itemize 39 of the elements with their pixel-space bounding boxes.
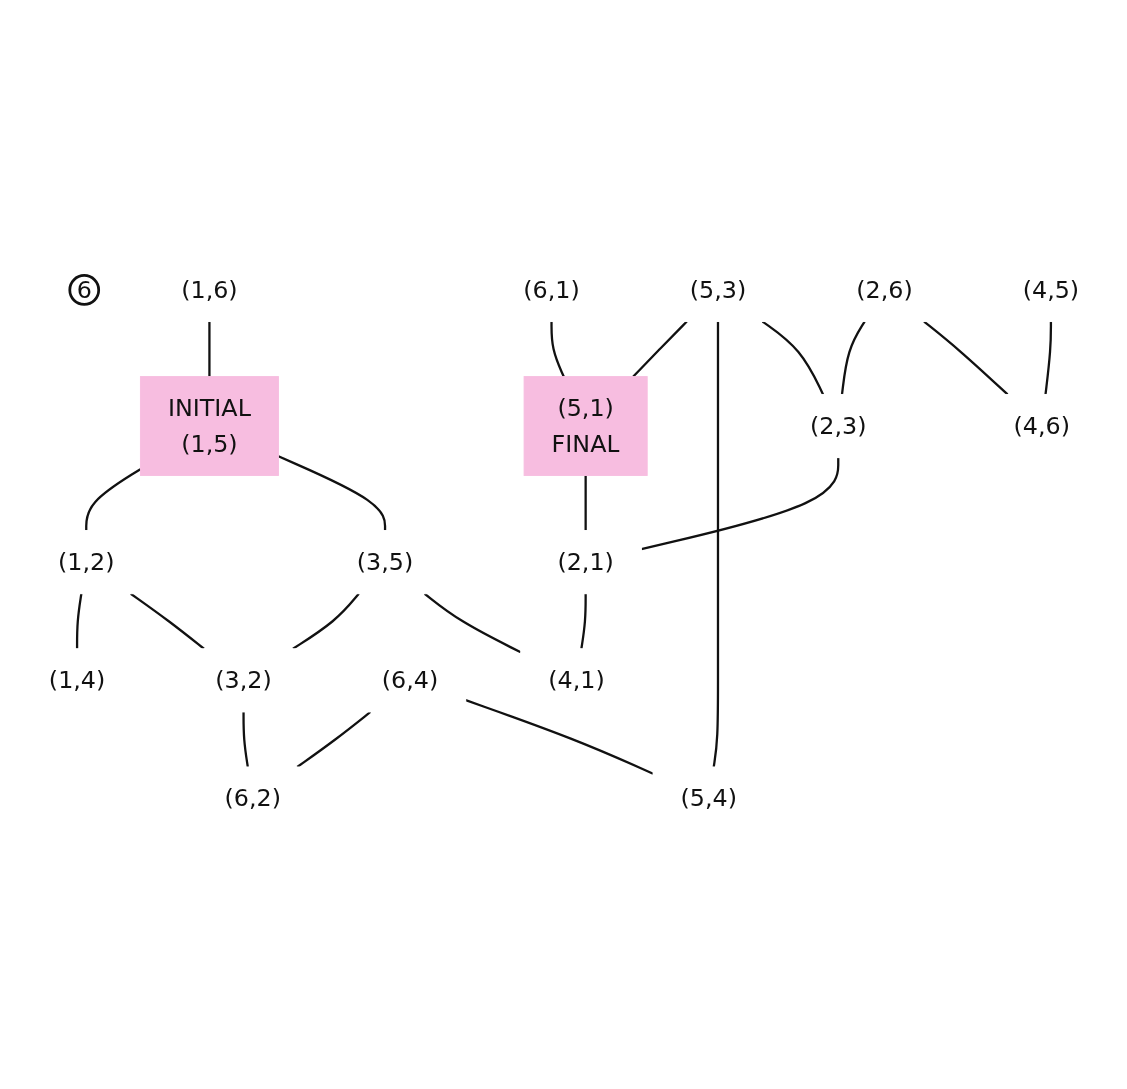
node-text: (3,5): [356, 548, 413, 576]
connector: [579, 594, 587, 650]
node-text: (4,5): [1022, 275, 1079, 304]
node-text: (6,4): [381, 666, 438, 694]
connector: [922, 320, 1008, 396]
node-text: (2,3): [809, 412, 866, 440]
node-text: (6,1): [522, 275, 580, 304]
node-box: (5,1) FINAL: [523, 376, 648, 477]
node-text: (2,6): [855, 275, 913, 304]
connector: [296, 711, 371, 769]
connector: [129, 593, 205, 650]
connector: [1043, 321, 1052, 395]
connector: [84, 468, 141, 531]
connector: [75, 593, 82, 649]
node-text: (1,4): [48, 666, 105, 694]
connector: [549, 321, 565, 378]
node-box: INITIAL (1,5): [139, 376, 279, 477]
connector: [207, 321, 211, 377]
connector: [640, 457, 839, 551]
connector: [840, 321, 866, 395]
connector: [277, 455, 386, 531]
node-text: (4,1): [547, 666, 605, 694]
connector: [584, 475, 587, 531]
node-text: (1,6): [180, 275, 238, 304]
node-text: (2,1): [556, 548, 614, 576]
node-circle: 6: [67, 274, 100, 306]
node-text: (5,4): [680, 784, 737, 813]
connector: [241, 712, 249, 768]
connector: [423, 593, 521, 654]
connector: [761, 320, 824, 396]
node-text: (6,2): [223, 784, 281, 813]
connector: [464, 699, 654, 775]
node-text: (5,3): [689, 275, 746, 304]
node-text: (4,6): [1013, 412, 1070, 440]
connector: [631, 321, 688, 378]
connector: [291, 593, 360, 650]
node-text: (1,2): [57, 548, 114, 576]
connector: [712, 321, 719, 768]
node-text: (3,2): [214, 666, 272, 694]
